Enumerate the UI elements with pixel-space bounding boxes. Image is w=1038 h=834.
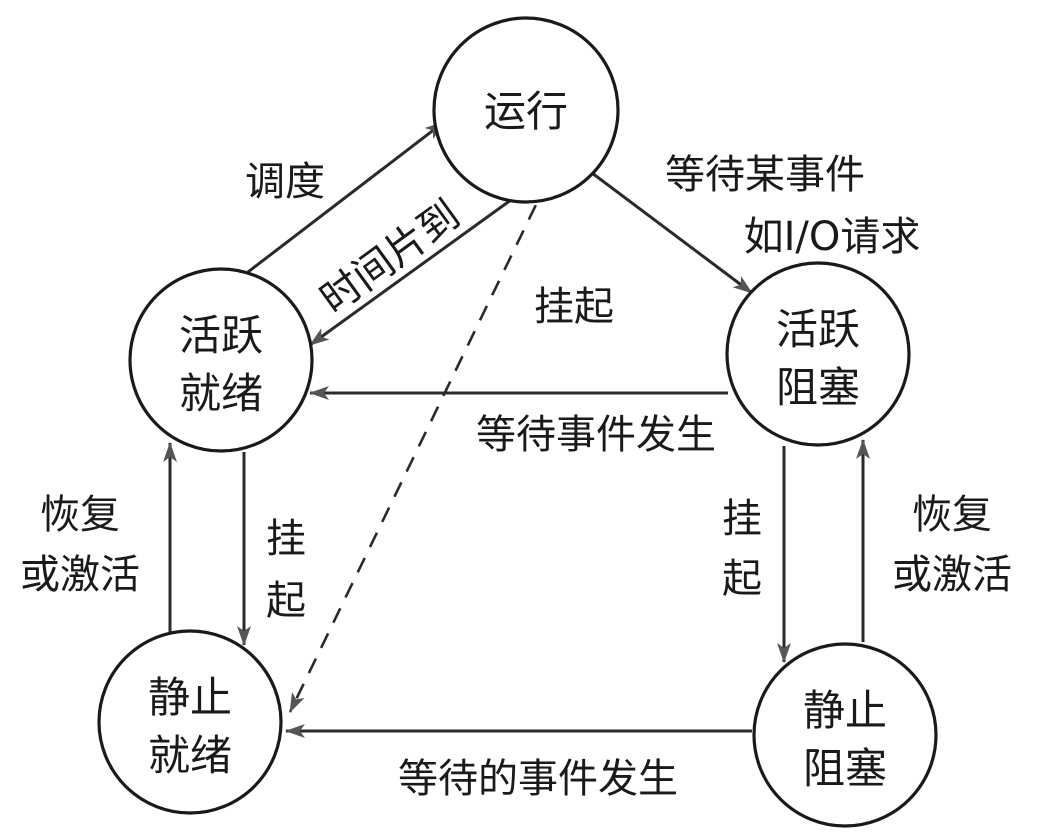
label-wait-event-line1: 等待某事件 (665, 152, 865, 198)
label-resume-blocked-line1: 恢复 (912, 492, 992, 538)
label-suspend-running: 挂起 (534, 284, 614, 330)
label-resume-ready-line1: 恢复 (40, 492, 120, 538)
node-active-blocked-label-line1: 活跃 (776, 305, 860, 354)
label-suspend-blocked-line2: 起 (722, 556, 762, 602)
node-running-label: 运行 (484, 87, 568, 136)
node-static-blocked-circle (752, 642, 938, 828)
node-active-ready: 活跃 就绪 (128, 267, 314, 453)
node-static-ready: 静止 就绪 (97, 629, 283, 815)
label-event-occurs-static: 等待的事件发生 (398, 756, 678, 802)
edge-wait-event (571, 156, 753, 295)
label-suspend-ready-line1: 挂 (266, 516, 306, 562)
label-suspend-blocked-line1: 挂 (722, 496, 762, 542)
edge-suspend-running (288, 179, 550, 713)
node-active-ready-label-line1: 活跃 (179, 311, 263, 360)
edge-suspend-running-line (288, 179, 550, 713)
edge-time-slice (309, 190, 523, 347)
node-static-ready-label-line2: 就绪 (148, 731, 232, 780)
node-running: 运行 (432, 16, 620, 204)
node-active-blocked: 活跃 阻塞 (725, 261, 911, 447)
node-active-ready-label-line2: 就绪 (179, 369, 263, 418)
node-static-blocked-label-line1: 静止 (803, 686, 887, 735)
node-active-blocked-circle (725, 261, 911, 447)
node-static-ready-circle (97, 629, 283, 815)
node-active-blocked-label-line2: 阻塞 (776, 363, 860, 412)
label-resume-blocked-line2: 或激活 (892, 552, 1012, 598)
label-suspend-ready-line2: 起 (266, 578, 306, 624)
node-active-ready-circle (128, 267, 314, 453)
edge-time-slice-line (309, 190, 523, 347)
edge-schedule (247, 120, 445, 274)
node-static-ready-label-line1: 静止 (148, 673, 232, 722)
label-event-occurs-active: 等待事件发生 (476, 412, 716, 458)
label-wait-event-line2: 如I/O请求 (744, 214, 921, 260)
label-time-slice: 时间片到 (312, 192, 468, 323)
label-schedule: 调度 (245, 159, 325, 205)
label-resume-ready-line2: 或激活 (20, 552, 140, 598)
edge-schedule-line (247, 120, 445, 274)
node-static-blocked-label-line2: 阻塞 (803, 744, 887, 793)
node-static-blocked: 静止 阻塞 (752, 642, 938, 828)
edge-wait-event-line (571, 156, 753, 295)
node-running-circle (432, 16, 620, 204)
